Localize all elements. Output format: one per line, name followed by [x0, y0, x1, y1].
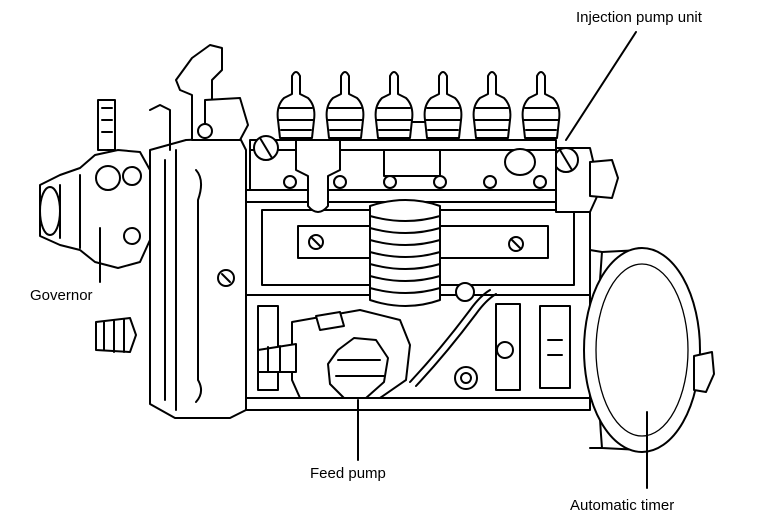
delivery-valve-3: [374, 71, 414, 139]
delivery-valve-5: [472, 71, 512, 139]
injection-pump-unit-leader: [565, 31, 637, 141]
delivery-valves: [276, 71, 561, 139]
delivery-valve-2: [325, 71, 365, 139]
governor-housing: [39, 99, 151, 353]
bellows-boot: [369, 199, 441, 307]
automatic-timer: [583, 247, 715, 453]
governor-end-plate: [149, 44, 249, 419]
governor-label: Governor: [30, 287, 93, 304]
feed-pump-label: Feed pump: [310, 465, 386, 482]
injection-pump-head: [249, 121, 557, 213]
delivery-valve-4: [423, 71, 463, 139]
automatic-timer-label: Automatic timer: [570, 497, 674, 514]
feed-pump: [257, 282, 514, 399]
delivery-valve-1: [276, 71, 316, 139]
injection-pump-unit-label: Injection pump unit: [576, 9, 703, 26]
delivery-valve-6: [521, 71, 561, 139]
